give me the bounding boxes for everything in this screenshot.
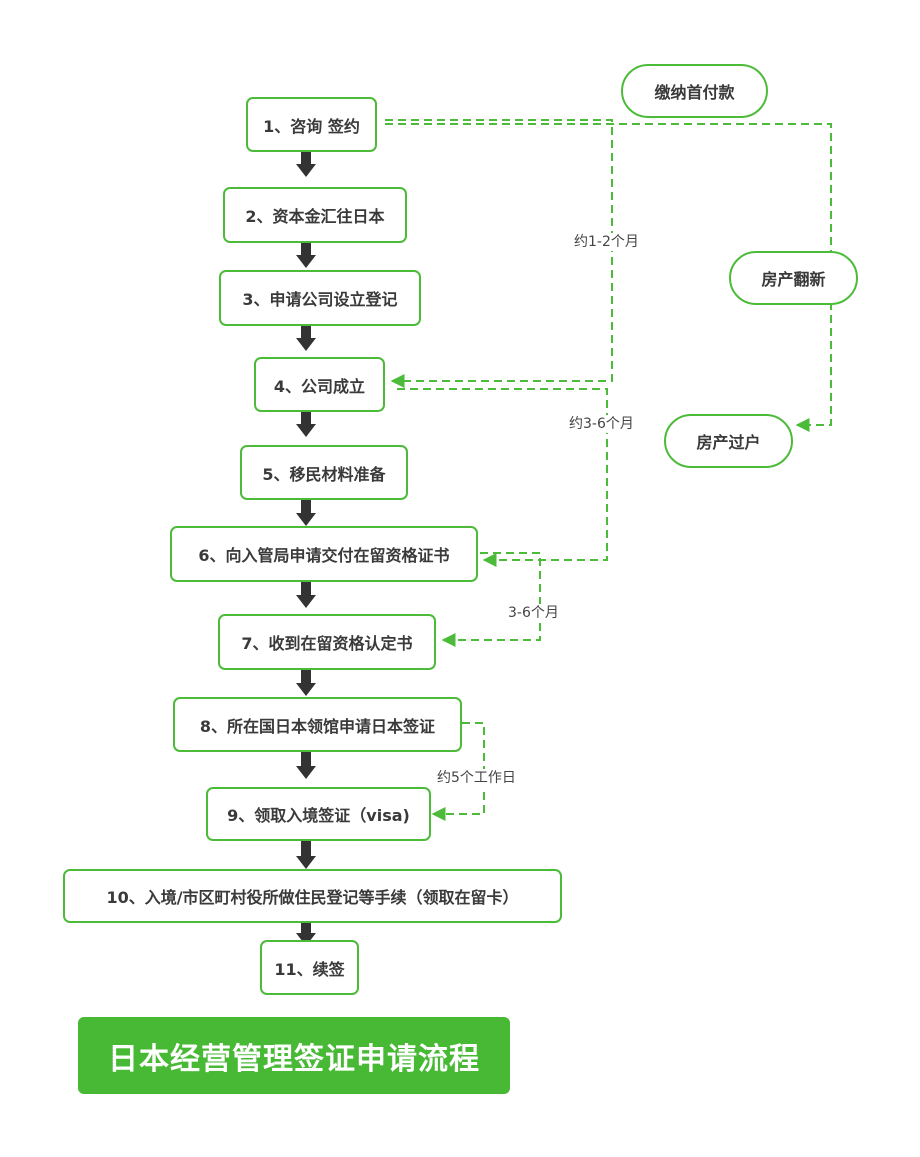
title-banner: 日本经营管理签证申请流程	[78, 1017, 510, 1094]
step-label: 7、收到在留资格认定书	[241, 634, 413, 653]
step-label: 3、申请公司设立登记	[242, 290, 398, 309]
step-label: 4、公司成立	[273, 376, 366, 396]
connector-step4-to-step6	[397, 388, 608, 567]
step-label: 1、咨询 签约	[263, 116, 360, 136]
step-entry-registration: 10、入境/市区町村役所做住民登记等手续（领取在留卡）	[63, 869, 562, 923]
step-label: 9、领取入境签证（visa)	[227, 806, 410, 825]
down-arrow-10-11	[296, 923, 316, 946]
down-arrow-1-2	[296, 152, 316, 177]
down-arrow-2-3	[296, 243, 316, 268]
step-company-established: 4、公司成立	[254, 357, 385, 412]
connector-step1-to-property-transfer	[385, 123, 832, 432]
step-capital-transfer: 2、资本金汇往日本	[223, 187, 407, 243]
step-renewal: 11、续签	[260, 940, 359, 995]
duration-label: 约5个工作日	[437, 769, 516, 787]
step-label: 10、入境/市区町村役所做住民登记等手续（领取在留卡）	[106, 888, 519, 907]
step-arrows	[296, 152, 316, 946]
step-apply-visa: 8、所在国日本领馆申请日本签证	[173, 697, 462, 752]
step-label: 8、所在国日本领馆申请日本签证	[199, 716, 436, 736]
down-arrow-3-4	[296, 326, 316, 351]
pill-label: 房产过户	[696, 433, 761, 452]
down-arrow-8-9	[296, 752, 316, 779]
down-arrow-7-8	[296, 670, 316, 696]
duration-label: 3-6个月	[508, 604, 559, 622]
step-apply-coe: 6、向入管局申请交付在留资格证书	[170, 526, 478, 582]
step-label: 6、向入管局申请交付在留资格证书	[198, 546, 450, 565]
pill-down-payment: 缴纳首付款	[621, 64, 768, 118]
down-arrow-5-6	[296, 500, 316, 526]
step-label: 2、资本金汇往日本	[245, 207, 385, 226]
step-label: 11、续签	[274, 959, 345, 979]
step-label: 5、移民材料准备	[262, 464, 386, 484]
down-arrow-4-5	[296, 412, 316, 437]
step-consult-sign: 1、咨询 签约	[246, 97, 377, 152]
pill-label: 房产翻新	[761, 270, 826, 289]
step-immigration-docs: 5、移民材料准备	[240, 445, 408, 500]
pill-label: 缴纳首付款	[654, 83, 735, 102]
step-receive-visa: 9、领取入境签证（visa)	[206, 787, 431, 841]
down-arrow-6-7	[296, 582, 316, 608]
page-title: 日本经营管理签证申请流程	[108, 1041, 480, 1077]
down-arrow-9-10	[296, 841, 316, 869]
step-company-registration: 3、申请公司设立登记	[219, 270, 421, 326]
duration-label: 约3-6个月	[569, 415, 634, 433]
pill-renovation: 房产翻新	[729, 251, 858, 305]
step-receive-coe: 7、收到在留资格认定书	[218, 614, 436, 670]
duration-label: 约1-2个月	[574, 233, 639, 251]
connector-step8-to-step9	[431, 722, 485, 821]
pill-property-transfer: 房产过户	[664, 414, 793, 468]
connector-step6-to-step7	[441, 552, 541, 647]
